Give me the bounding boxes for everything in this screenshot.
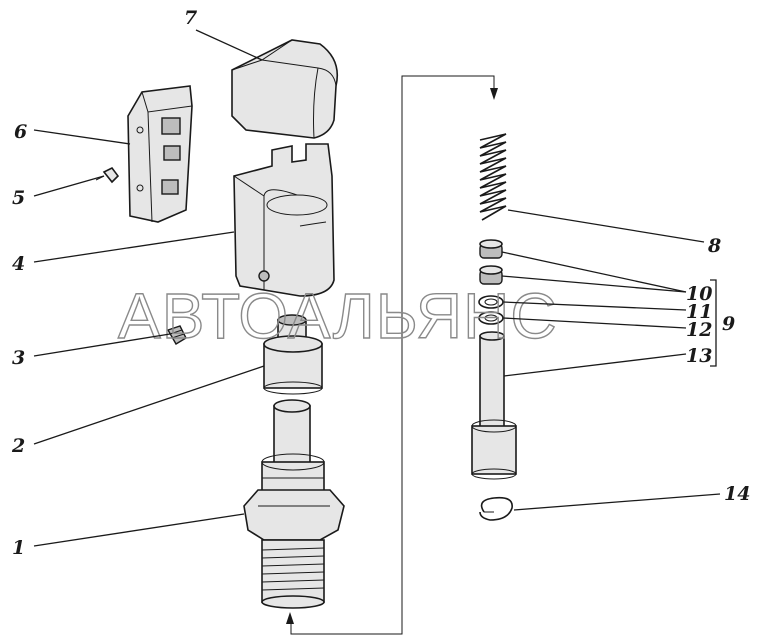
- parts-10-11-12-small-parts: [478, 239, 504, 325]
- part-4-housing: [233, 143, 335, 297]
- arrow-up-icon: [286, 612, 294, 624]
- watermark: АВТОАЛЬЯНС: [118, 280, 558, 352]
- callout-12: 12: [686, 319, 712, 341]
- callout-14: 14: [724, 483, 750, 505]
- callout-2: 2: [11, 435, 25, 457]
- part-14-snap-ring: [479, 496, 513, 521]
- leader-lines: [33, 29, 721, 547]
- callout-1: 1: [12, 537, 25, 559]
- callout-6: 6: [14, 121, 27, 143]
- callout-13: 13: [686, 345, 712, 367]
- assembly-path: [286, 75, 498, 635]
- part-5-screw: [95, 166, 120, 184]
- arrow-down-icon: [490, 88, 498, 100]
- callout-10: 10: [686, 283, 712, 305]
- part-7-cap: [231, 39, 339, 139]
- callout-5: 5: [12, 187, 25, 209]
- callout-7: 7: [184, 7, 197, 29]
- part-2-bushing: [263, 314, 323, 395]
- callout-11: 11: [686, 301, 712, 323]
- callout-numbers: 7 6 5 4 3 2 1 8 10 11 12 9 13 14: [11, 7, 750, 559]
- callout-4: 4: [12, 253, 25, 275]
- callout-9: 9: [722, 313, 735, 335]
- part-8-spring: [479, 133, 507, 221]
- callout-8: 8: [707, 235, 721, 257]
- callout-3: 3: [12, 347, 25, 369]
- part-3-plug: [166, 325, 187, 345]
- part-1-stem: [243, 399, 345, 609]
- part-6-plate: [127, 85, 193, 223]
- part-13-plunger: [471, 331, 517, 480]
